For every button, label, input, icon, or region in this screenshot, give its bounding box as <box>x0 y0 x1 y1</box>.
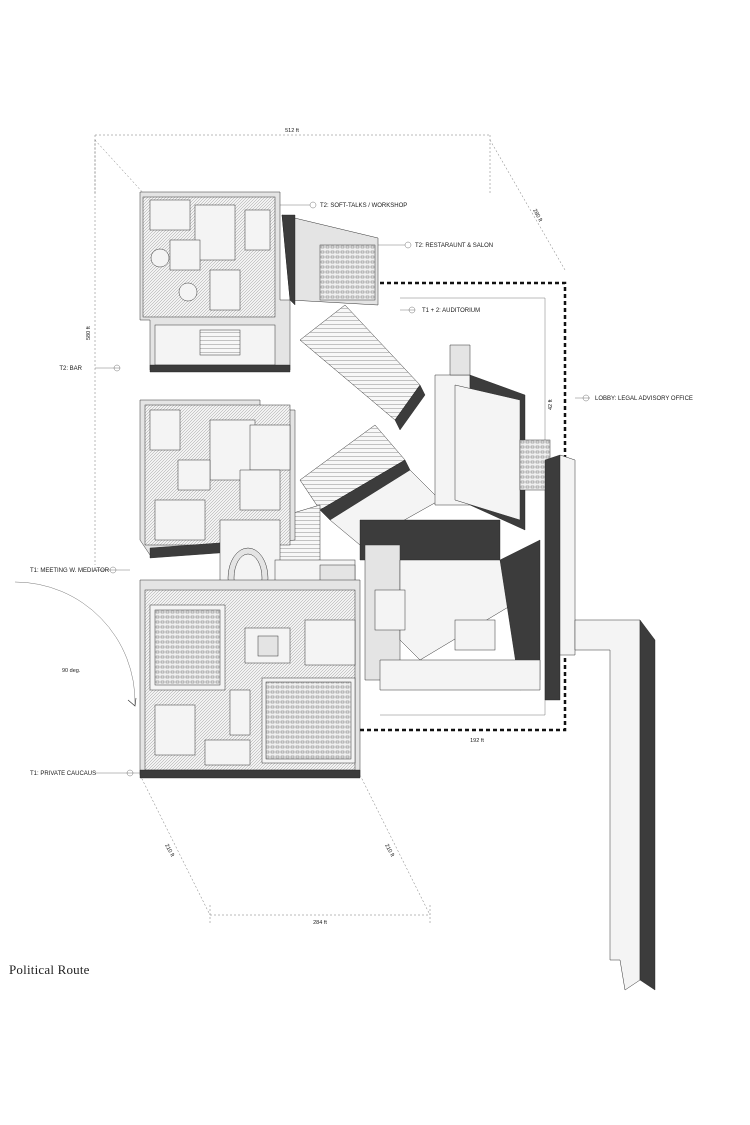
label-bar: T2: BAR <box>59 366 82 372</box>
restaurant-block <box>281 214 379 306</box>
label-mediator: T1: MEETING W. MEDIATOR <box>30 568 110 574</box>
bar-block <box>139 399 296 559</box>
label-soft-talks: T2: SOFT-TALKS / WORKSHOP <box>320 203 407 209</box>
label-auditorium: T1 + 2: AUDITORIUM <box>422 308 480 314</box>
dim-bottom-right: 210 ft <box>383 843 395 858</box>
dim-left-height: 580 ft <box>86 326 92 340</box>
dim-top-right: 280 ft <box>531 208 543 223</box>
label-caucaus: T1: PRIVATE CAUCAUS <box>30 771 96 777</box>
dim-bottom-left: 210 ft <box>163 843 175 858</box>
auditorium-zone <box>360 281 656 991</box>
dim-angle: 90 deg. <box>62 668 81 674</box>
dim-right-small: 42 ft <box>548 399 554 410</box>
dim-auditorium-width: 192 ft <box>470 738 484 744</box>
dim-top-width: 512 ft <box>285 128 299 134</box>
dim-bottom-width: 284 ft <box>313 920 327 926</box>
courtyard-block <box>359 519 541 691</box>
dimension-guides <box>14 134 566 925</box>
soft-talks-block <box>139 191 291 373</box>
label-restaurant: T2: RESTARAUNT & SALON <box>415 243 493 249</box>
label-leaders <box>95 201 590 777</box>
caucaus-block <box>139 579 361 779</box>
label-lobby: LOBBY: LEGAL ADVISORY OFFICE <box>595 396 693 402</box>
drawing-caption: Political Route <box>9 962 90 977</box>
